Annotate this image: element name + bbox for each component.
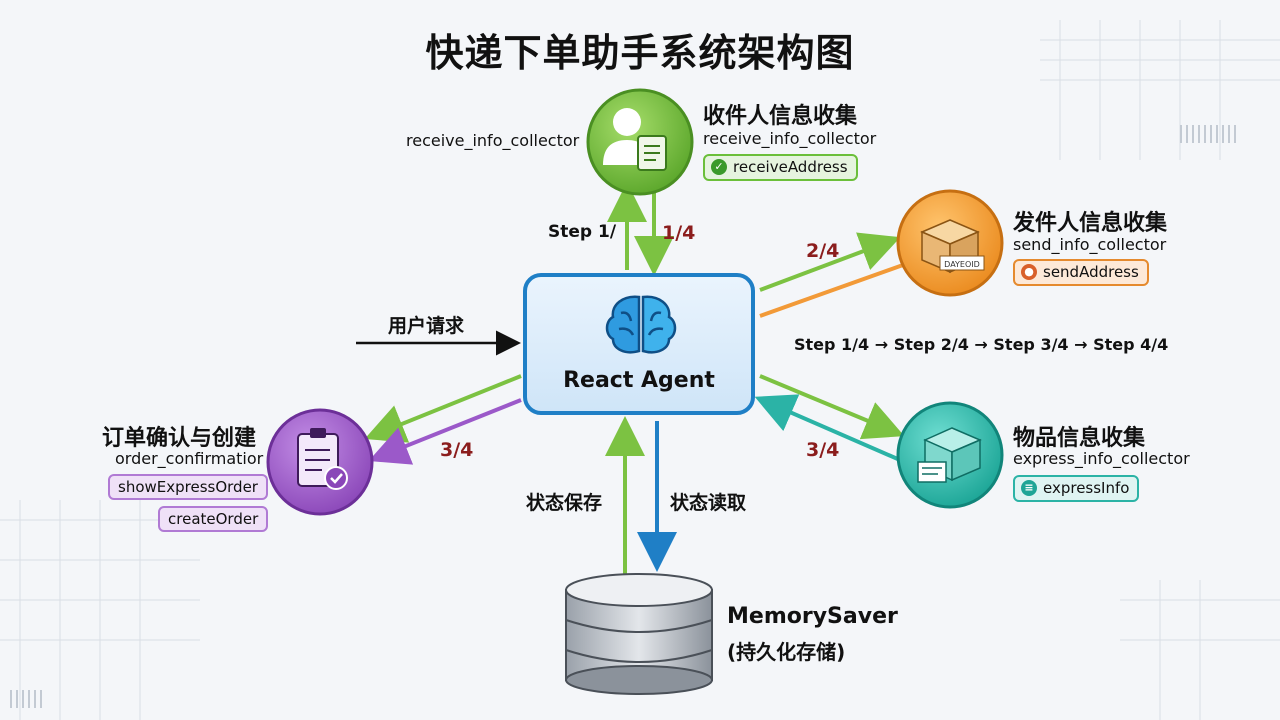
send-code: send_info_collector: [1013, 235, 1167, 254]
agent-to-order-arrow: [364, 374, 522, 443]
send-to-agent-arrow: [759, 263, 904, 318]
receive-step-down: 1/4: [662, 222, 696, 244]
receive-title: 收件人信息收集: [703, 104, 858, 129]
receive-node: [586, 88, 694, 196]
create-order-tag: createOrder: [158, 506, 269, 532]
memory-saver-subtitle: (持久化存储): [727, 640, 846, 664]
agent-to-send-arrow: [759, 232, 901, 292]
memory-saver-label: MemorySaver: [727, 604, 898, 629]
send-address-tag: ● sendAddress: [1013, 259, 1149, 286]
express-info-tag: ≡ expressInfo: [1013, 475, 1140, 502]
order-node: [266, 408, 374, 516]
express-node: [896, 401, 1004, 509]
react-agent-box: [523, 273, 755, 415]
send-address-text: sendAddress: [1043, 263, 1139, 281]
diagram-title: 快递下单助手系统架构图: [425, 31, 855, 75]
send-box-label: DAYEOID: [944, 260, 980, 269]
send-step: 2/4: [806, 240, 840, 262]
react-agent-label: React Agent: [563, 368, 715, 393]
receive-side-code: receive_info_collector: [406, 131, 580, 150]
receive-step-up: Step 1/: [548, 222, 617, 242]
user-request-label: 用户请求: [388, 315, 465, 337]
location-pin-icon: ●: [1021, 264, 1037, 280]
check-circle-icon: ✓: [711, 159, 727, 175]
state-read-label: 状态读取: [670, 492, 747, 514]
memory-database: [565, 573, 713, 695]
order-step: 3/4: [440, 439, 474, 461]
express-title: 物品信息收集: [1013, 426, 1146, 451]
state-save-label: 状态保存: [526, 492, 603, 514]
order-code: order_confirmatior: [115, 449, 264, 468]
order-title: 订单确认与创建: [102, 426, 257, 451]
express-to-agent-arrow: [754, 394, 901, 462]
show-express-order-tag: showExpressOrder: [108, 474, 268, 500]
flow-sequence-label: Step 1/4 → Step 2/4 → Step 3/4 → Step 4/…: [794, 335, 1169, 354]
express-code: express_info_collector: [1013, 449, 1190, 468]
agent-to-order-arrow-purple: [368, 398, 522, 465]
agent-to-express-arrow: [759, 374, 905, 440]
info-icon: ≡: [1021, 480, 1037, 496]
express-step: 3/4: [806, 439, 840, 461]
brain-icon: [605, 295, 677, 354]
send-title: 发件人信息收集: [1013, 211, 1168, 236]
express-info-text: expressInfo: [1043, 479, 1130, 497]
receive-code: receive_info_collector: [703, 129, 877, 148]
receive-address-text: receiveAddress: [733, 158, 848, 176]
send-node: [896, 189, 1004, 297]
receive-address-tag: ✓ receiveAddress: [703, 154, 858, 181]
